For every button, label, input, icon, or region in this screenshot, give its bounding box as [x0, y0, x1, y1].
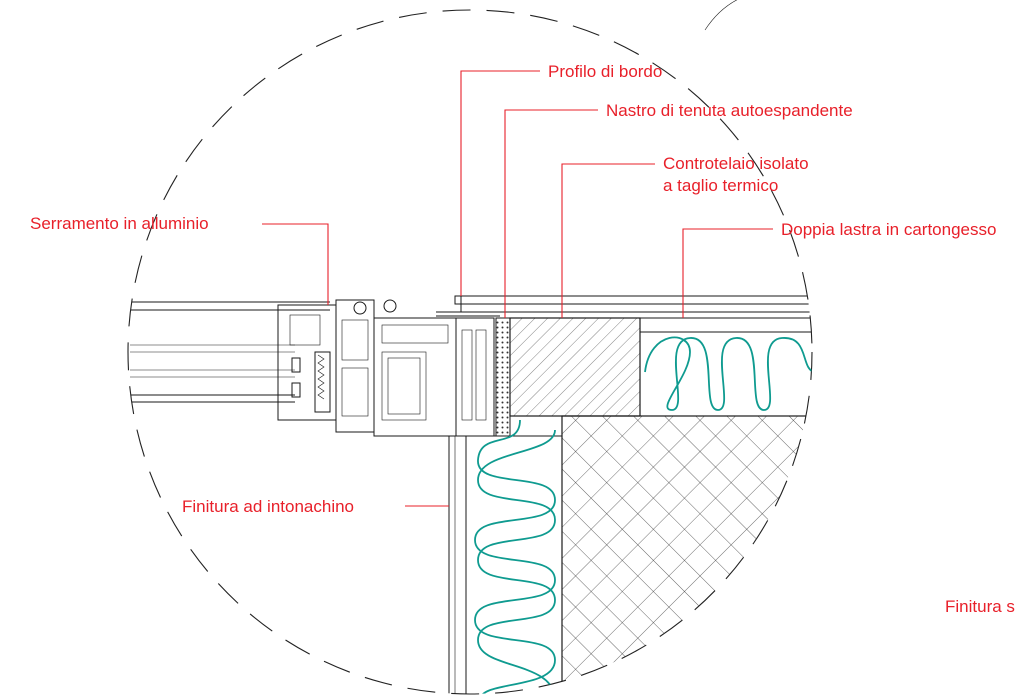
- sealing-tape: [495, 317, 511, 437]
- section-body: [130, 290, 812, 694]
- plaster-finish: [448, 436, 467, 694]
- insulated-subframe: [509, 317, 641, 417]
- insulation-vertical: [474, 419, 556, 694]
- detail-circle: [127, 9, 813, 695]
- leader-lines: [262, 70, 773, 507]
- label-finitura-cut: Finitura s: [945, 597, 1015, 616]
- label-nastro-di-tenuta: Nastro di tenuta autoespandente: [606, 101, 853, 120]
- plasterboard: [639, 317, 812, 333]
- aluminium-frame: [277, 299, 500, 437]
- label-serramento: Serramento in alluminio: [30, 214, 209, 233]
- masonry-wall: [561, 415, 812, 694]
- glazing-unit: [130, 301, 330, 403]
- secondary-arc: [704, 0, 738, 31]
- label-controtelaio-line2: a taglio termico: [663, 176, 778, 195]
- insulation-right: [644, 336, 812, 411]
- label-profilo-di-bordo: Profilo di bordo: [548, 62, 662, 81]
- label-finitura-intonachino: Finitura ad intonachino: [182, 497, 354, 516]
- label-doppia-lastra: Doppia lastra in cartongesso: [781, 220, 996, 239]
- label-controtelaio-line1: Controtelaio isolato: [663, 154, 809, 173]
- edge-profile: [454, 295, 811, 305]
